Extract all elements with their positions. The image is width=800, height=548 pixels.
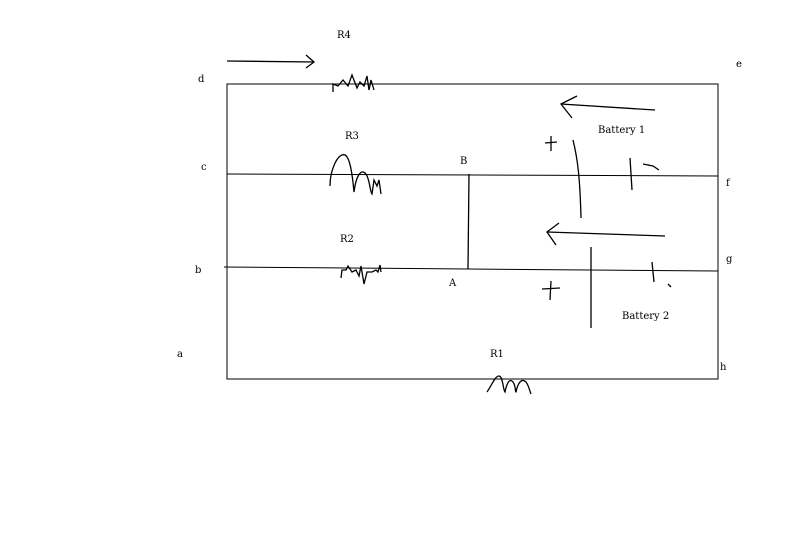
resistor-r2-symbol bbox=[340, 264, 382, 285]
wire-c-f bbox=[226, 173, 719, 177]
battery1-label: Battery 1 bbox=[598, 125, 645, 136]
resistor-label-r3: R3 bbox=[345, 131, 359, 142]
battery2-symbol bbox=[590, 247, 672, 328]
node-label-b: b bbox=[195, 265, 201, 276]
battery1-symbol bbox=[572, 139, 660, 219]
resistor-r3-symbol bbox=[329, 154, 382, 196]
node-label-a: a bbox=[177, 349, 183, 360]
resistor-r1-symbol bbox=[486, 375, 532, 395]
node-label-B: B bbox=[460, 156, 467, 167]
node-label-A: A bbox=[448, 278, 457, 289]
node-label-c: c bbox=[201, 162, 207, 173]
node-label-f: f bbox=[726, 178, 731, 189]
node-label-d: d bbox=[198, 74, 205, 85]
resistor-label-r1: R1 bbox=[490, 349, 504, 360]
resistor-label-r4: R4 bbox=[337, 30, 351, 41]
current-arrow-battery2 bbox=[546, 222, 666, 246]
outer-loop-wire bbox=[226, 83, 719, 380]
wire-A-g bbox=[468, 268, 719, 272]
resistor-label-r2: R2 bbox=[340, 234, 354, 245]
battery2-label: Battery 2 bbox=[622, 311, 669, 322]
current-arrow-battery1 bbox=[559, 95, 656, 119]
node-label-g: g bbox=[726, 254, 733, 265]
node-label-e: e bbox=[736, 59, 742, 70]
resistor-r4-symbol bbox=[332, 73, 375, 92]
wire-B-A bbox=[467, 173, 470, 270]
battery1-plus-mark bbox=[544, 136, 558, 151]
node-label-h: h bbox=[720, 362, 727, 373]
battery2-plus-mark bbox=[541, 280, 561, 301]
current-arrow-top bbox=[226, 54, 316, 69]
